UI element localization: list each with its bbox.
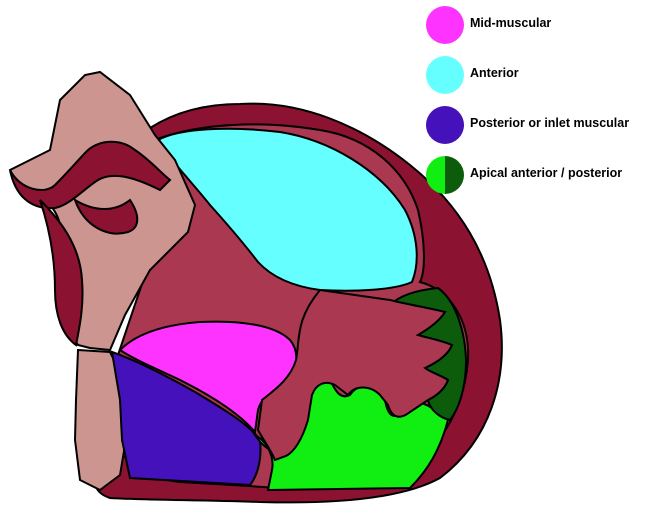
- posterior-inlet-swatch-icon: [426, 106, 464, 144]
- apical-dark-half: [445, 156, 464, 194]
- anterior-swatch-icon: [426, 56, 464, 94]
- legend-label-apical: Apical anterior / posterior: [470, 166, 622, 180]
- legend: Mid-muscular Anterior Posterior or inlet…: [426, 6, 645, 206]
- legend-label-mid-muscular: Mid-muscular: [470, 16, 551, 30]
- apical-light-half: [426, 156, 445, 194]
- legend-item-mid-muscular: Mid-muscular: [426, 6, 645, 56]
- apical-swatch-icon: [426, 156, 464, 194]
- legend-label-posterior-inlet: Posterior or inlet muscular: [470, 116, 629, 130]
- legend-item-apical: Apical anterior / posterior: [426, 156, 645, 206]
- legend-item-anterior: Anterior: [426, 56, 645, 106]
- legend-item-posterior-inlet: Posterior or inlet muscular: [426, 106, 645, 156]
- legend-label-anterior: Anterior: [470, 66, 519, 80]
- mid-muscular-swatch-icon: [426, 6, 464, 44]
